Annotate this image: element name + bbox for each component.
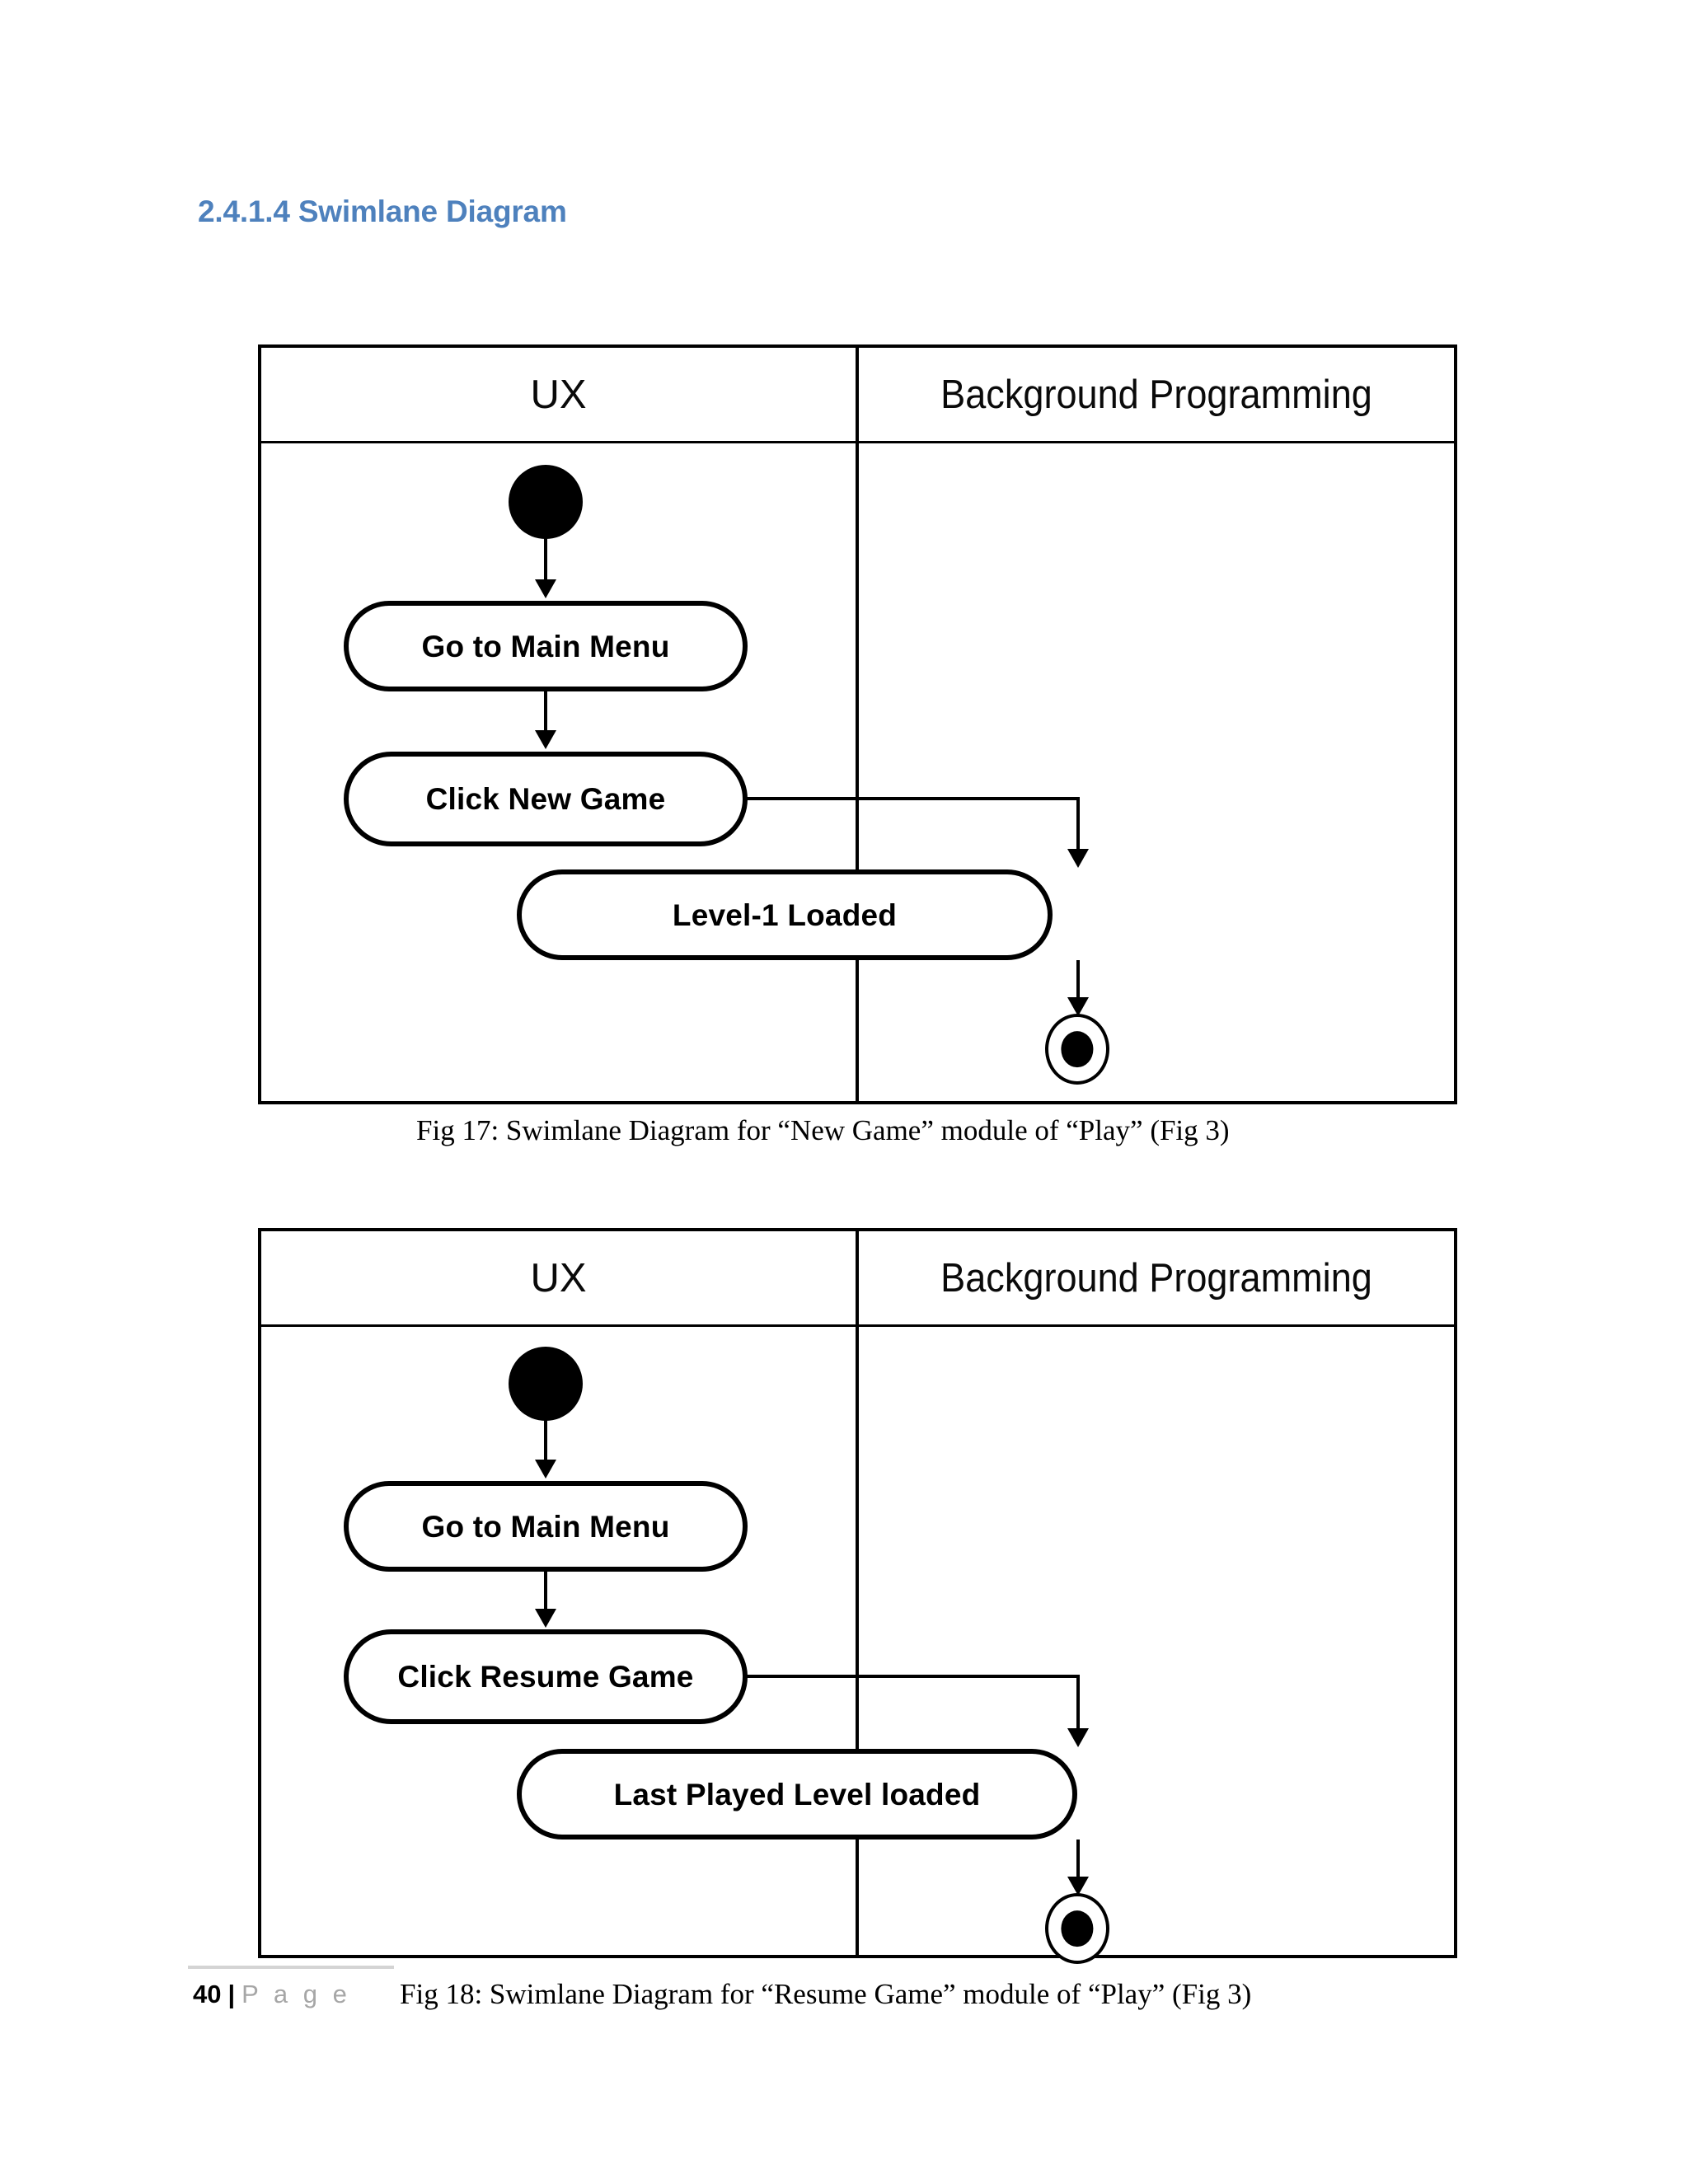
start-node — [509, 465, 583, 539]
connector-start-to-main-menu — [544, 1418, 547, 1465]
arrowhead-icon — [1067, 997, 1089, 1016]
connector-start-to-main-menu — [544, 536, 547, 585]
activity-node-go-to-main-menu: Go to Main Menu — [344, 1481, 748, 1572]
start-node — [509, 1347, 583, 1421]
footer-separator: | — [227, 1980, 236, 2008]
arrowhead-icon — [535, 1460, 556, 1479]
arrowhead-icon — [1067, 1877, 1089, 1896]
arrowhead-icon — [535, 1609, 556, 1628]
footer-page-number: 40 | P a g e — [193, 1980, 351, 2009]
section-heading: 2.4.1.4 Swimlane Diagram — [198, 194, 567, 228]
activity-node-last-played-level-loaded: Last Played Level loaded — [517, 1749, 1077, 1840]
arrowhead-icon — [535, 730, 556, 749]
activity-node-level-1-loaded: Level-1 Loaded — [517, 869, 1053, 960]
arrowhead-icon — [535, 579, 556, 598]
arrowhead-icon — [1067, 849, 1089, 868]
activity-node-click-new-game: Click New Game — [344, 752, 748, 846]
connector-new-game-to-level1-horizontal — [746, 797, 1080, 800]
connector-main-menu-to-resume-game — [544, 1572, 547, 1615]
swimlane-diagram-fig-17: UX Background Programming Go to Main Men… — [258, 344, 1457, 1104]
connector-level1-to-end — [1076, 960, 1080, 1003]
lane-divider — [856, 1231, 859, 1955]
footer-page-number-value: 40 — [193, 1980, 222, 2008]
swimlane-diagram-fig-18: UX Background Programming Go to Main Men… — [258, 1228, 1457, 1964]
connector-new-game-to-level1-vertical — [1076, 797, 1080, 855]
footer-page-label: P a g e — [241, 1980, 351, 2008]
end-node — [1045, 1893, 1109, 1964]
connector-level-to-end — [1076, 1840, 1080, 1882]
lane-title-background-programming: Background Programming — [940, 1256, 1372, 1301]
activity-node-go-to-main-menu: Go to Main Menu — [344, 601, 748, 691]
figure-caption-fig-17: Fig 17: Swimlane Diagram for “New Game” … — [416, 1114, 1230, 1146]
lane-title-background-programming: Background Programming — [940, 373, 1372, 417]
figure-caption-fig-18: Fig 18: Swimlane Diagram for “Resume Gam… — [400, 1978, 1252, 2010]
lane-title-ux: UX — [530, 1256, 587, 1301]
arrowhead-icon — [1067, 1728, 1089, 1747]
activity-node-click-resume-game: Click Resume Game — [344, 1629, 748, 1724]
lane-divider — [856, 348, 859, 1101]
footer-divider — [188, 1966, 394, 1969]
connector-resume-game-to-level-vertical — [1076, 1675, 1080, 1734]
end-node — [1045, 1014, 1109, 1085]
connector-main-menu-to-new-game — [544, 691, 547, 737]
lane-title-ux: UX — [530, 373, 587, 417]
connector-resume-game-to-level-horizontal — [746, 1675, 1080, 1678]
